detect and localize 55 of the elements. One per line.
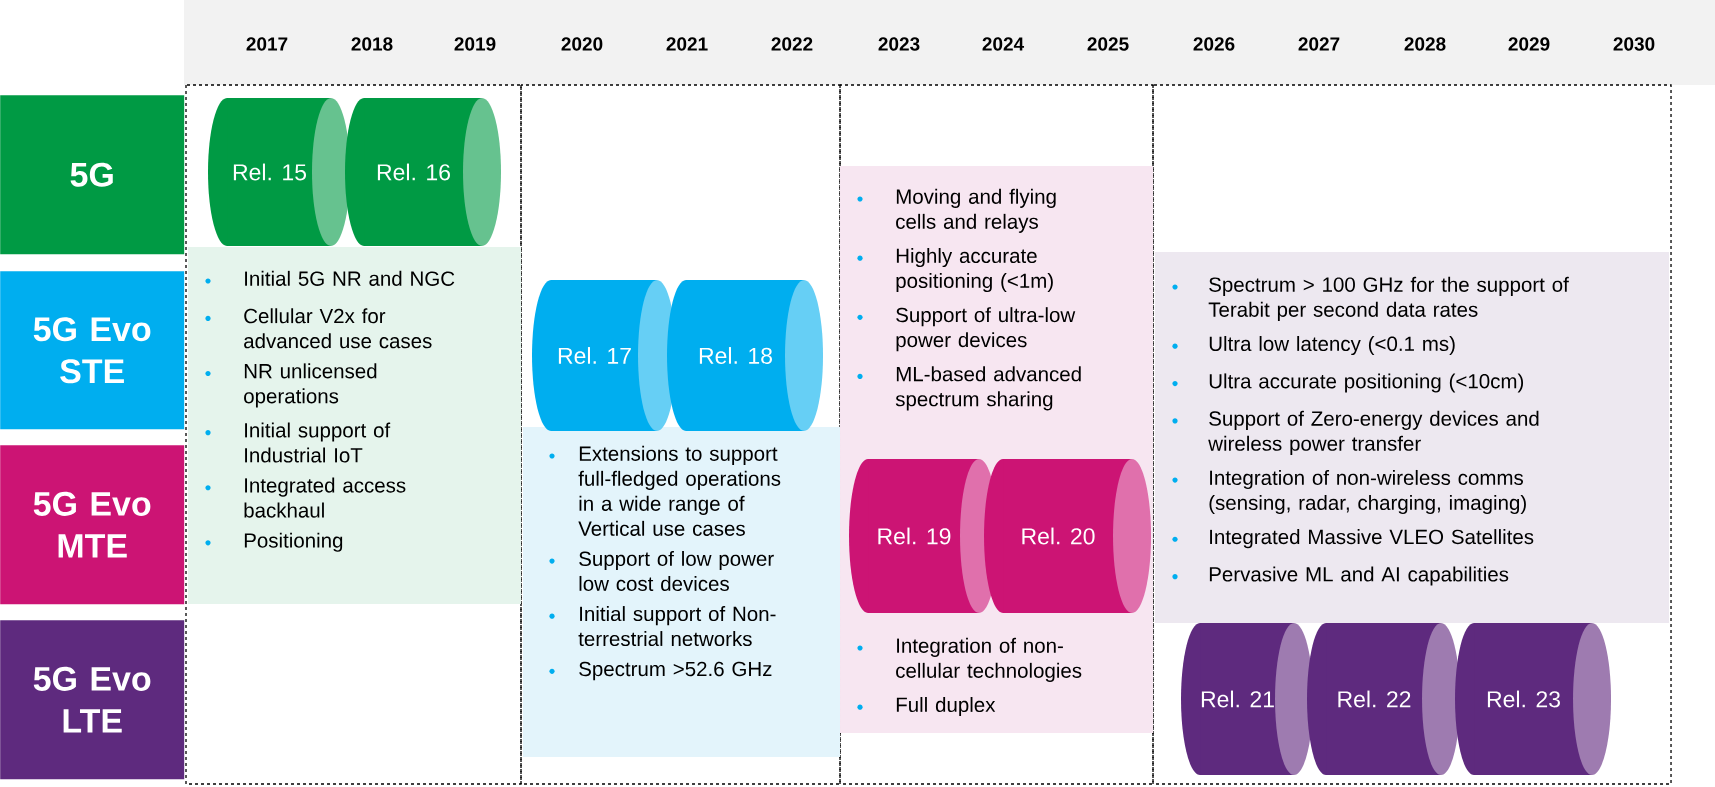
text-panel [523, 427, 840, 757]
bullet-point: Integrated access backhaul [205, 477, 406, 518]
text-panel [188, 247, 521, 604]
year-label: 2024 [982, 37, 1025, 51]
year-label: 2017 [246, 37, 288, 51]
bullet-point: Initial 5G NR and NGC [205, 270, 455, 286]
bullet-point: Full duplex [857, 697, 996, 717]
bullet-point: Integration of non-cellular technologies [857, 637, 1082, 682]
release-cylinder: Rel. 16 [345, 98, 501, 246]
bullet-point: NR unlicensed operations [205, 363, 377, 408]
generation-box: 5G Evo MTE [0, 445, 185, 605]
release-cylinder: Rel. 23 [1455, 623, 1611, 775]
bullet-point: Ultra low latency (<0.1 ms) [1172, 336, 1455, 356]
release-cylinder: Rel. 21 [1181, 623, 1313, 775]
bullet-point: Support of Zero-energy devices and wireless power transfer [1172, 410, 1539, 455]
generation-box: 5G Evo STE [0, 271, 185, 430]
bullet-point: Integration of non-wireless comms (sensing, radar, charging, imaging) [1172, 469, 1526, 515]
bullet-point: Positioning [205, 532, 343, 552]
node-label: Rel. 19 [878, 527, 951, 545]
node-label: Rel. 17 [558, 347, 631, 364]
bullet-point: Spectrum >52.6 GHz [549, 661, 772, 681]
release-cylinder: Rel. 15 [208, 98, 350, 246]
bullet-point: Initial support of Industrial IoT [205, 422, 391, 463]
year-label: 2020 [561, 37, 603, 51]
generation-box: 5G [0, 95, 185, 255]
year-label: 2021 [666, 37, 708, 51]
bullet-point: Highly accurate positioning (<1m) [857, 248, 1053, 293]
bullet-point: Cellular V2x for advanced use cases [205, 308, 432, 349]
year-label: 2030 [1613, 37, 1655, 51]
year-label: 2023 [878, 37, 920, 51]
release-cylinder: Rel. 20 [984, 459, 1151, 613]
bullet-point: Integrated Massive VLEO Satellites [1172, 529, 1534, 549]
year-label: 2018 [351, 37, 393, 51]
bullet-point: Moving and flying cells and relays [857, 188, 1056, 233]
bullet-point: ML-based advanced spectrum sharing [857, 366, 1081, 411]
bullet-point: Pervasive ML and AI capabilities [1172, 566, 1509, 586]
release-cylinder: Rel. 17 [532, 280, 676, 431]
year-label: 2029 [1508, 37, 1550, 51]
year-label: 2022 [771, 37, 813, 51]
generation-box: 5G Evo LTE [0, 620, 185, 780]
bullet-point: Spectrum > 100 GHz for the support of Terabit per second data rates [1172, 276, 1569, 321]
bullet-point: Initial support of Non-terrestrial networks [549, 606, 776, 647]
bullet-point: Support of ultra-low power devices [857, 307, 1076, 352]
year-label: 2026 [1193, 37, 1235, 51]
year-label: 2027 [1298, 37, 1340, 51]
release-cylinder: Rel. 22 [1307, 623, 1460, 775]
year-label: 2019 [454, 37, 496, 51]
bullet-point: Extensions to support full-fledged operations in a wide range of Vertical use cases [549, 445, 781, 536]
year-label: 2025 [1087, 37, 1129, 51]
bullet-point: Support of low power low cost devices [549, 550, 774, 591]
release-cylinder: Rel. 18 [667, 280, 823, 431]
bullet-point: Ultra accurate positioning (<10cm) [1172, 373, 1524, 393]
text-panel [1155, 252, 1669, 623]
year-label: 2028 [1404, 37, 1446, 51]
release-cylinder: Rel. 19 [849, 459, 998, 613]
